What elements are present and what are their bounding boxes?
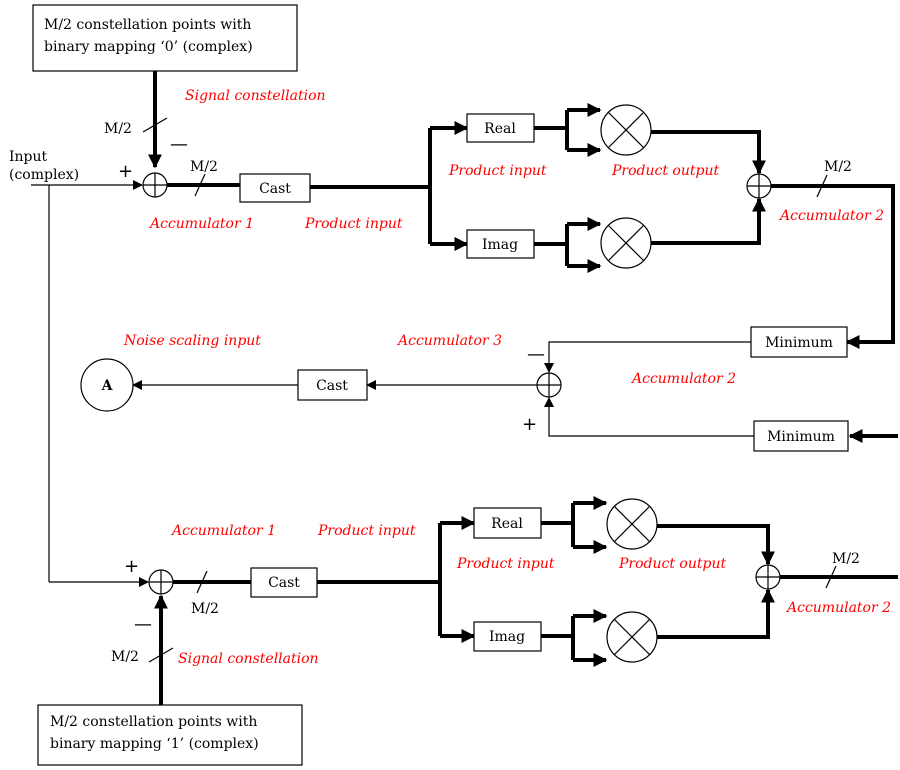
bottom-chain: + — Accumulator 1 M/2 constellation poin… — [37, 496, 898, 766]
bottom-mult-imag-x2 — [613, 618, 651, 656]
top-mult-real-x2 — [607, 111, 645, 149]
top-label-signal-constellation: Signal constellation — [185, 88, 326, 104]
acc3-minus-sign: — — [527, 344, 545, 365]
bottom-imag-label: Imag — [489, 629, 525, 645]
minimum-box-bottom — [753, 420, 849, 452]
bottom-plus-sign: + — [124, 556, 139, 577]
bottom-minus-sign: — — [134, 614, 152, 635]
bottom-label-product-input-main: Product input — [317, 523, 416, 539]
bottom-mult-imag-to-acc2 — [657, 588, 775, 639]
middle-cast-box — [297, 369, 368, 401]
top-imag-label: Imag — [482, 237, 518, 253]
bottom-label-accumulator-1: Accumulator 1 — [170, 523, 276, 539]
input-label-line-2: (complex) — [9, 167, 79, 183]
top-real-box — [466, 113, 535, 143]
input-section: Input (complex) — [9, 149, 149, 587]
bottom-m2-out-label: M/2 — [832, 551, 860, 567]
bottom-label-signal-constellation: Signal constellation — [178, 651, 319, 667]
top-imag-box — [466, 229, 535, 259]
bottom-real-box — [473, 507, 542, 539]
top-m2-out-label: M/2 — [824, 159, 852, 175]
top-label-product-output: Product output — [611, 163, 719, 179]
middle-cast-label: Cast — [316, 378, 348, 394]
top-label-product-input-branch: Product input — [448, 163, 547, 179]
bottom-m2-tick-horiz — [196, 570, 208, 594]
top-source-box — [32, 4, 298, 72]
bottom-label-product-output: Product output — [618, 556, 726, 572]
top-m2-horiz-label: M/2 — [190, 159, 218, 175]
top-minus-sign: — — [170, 134, 188, 155]
bottom-label-product-input-branch: Product input — [456, 556, 555, 572]
top-real-label: Real — [484, 121, 516, 137]
bottom-m2-tick-out — [825, 565, 837, 589]
top-source-line-2: binary mapping ‘0’ (complex) — [44, 39, 253, 55]
minimum-top-to-acc3 — [544, 341, 751, 373]
top-source-line-1: M/2 constellation points with — [44, 17, 251, 33]
bottom-source-box — [37, 704, 303, 766]
top-m2-tick-out — [816, 174, 828, 198]
bottom-real-label: Real — [491, 516, 523, 532]
top-cast-label: Cast — [259, 181, 291, 197]
top-mult-imag-to-acc2 — [651, 197, 766, 245]
minimum-bottom-to-acc3 — [544, 397, 754, 437]
middle-label-noise-scaling-input: Noise scaling input — [123, 333, 261, 349]
middle-label-accumulator-3: Accumulator 3 — [396, 333, 502, 349]
top-label-accumulator-2: Accumulator 2 — [778, 208, 884, 224]
top-mult-imag-x2 — [607, 224, 645, 262]
top-plus-sign: + — [118, 161, 133, 182]
top-m2-tick-vert — [142, 117, 168, 133]
bottom-source-line-2: binary mapping ‘1’ (complex) — [50, 736, 259, 752]
top-m2-tick-horiz — [194, 173, 206, 197]
middle-section: Minimum Minimum — + Accumulator 3 Accumu… — [80, 326, 898, 452]
input-label-line-1: Input — [9, 149, 48, 165]
bottom-cast-box — [250, 567, 318, 598]
bottom-mult-real-to-acc2 — [657, 524, 775, 566]
connector-a — [80, 358, 134, 412]
acc3-plus-sign: + — [522, 414, 537, 435]
middle-label-accumulator-2: Accumulator 2 — [630, 371, 736, 387]
top-m2-vert-label: M/2 — [104, 121, 132, 137]
bottom-label-accumulator-2: Accumulator 2 — [785, 600, 891, 616]
minimum-bottom-label: Minimum — [767, 429, 835, 445]
bottom-cast-label: Cast — [268, 575, 300, 591]
connector-a-label: A — [101, 378, 114, 394]
top-chain: M/2 constellation points with binary map… — [32, 4, 895, 349]
bottom-m2-horiz-label: M/2 — [191, 601, 219, 617]
bottom-mult-real-x2 — [613, 505, 651, 543]
bottom-source-line-1: M/2 constellation points with — [50, 714, 257, 730]
bottom-m2-tick-vert — [148, 647, 174, 663]
bottom-m2-vert-label: M/2 — [111, 649, 139, 665]
minimum-top-label: Minimum — [765, 335, 833, 351]
top-mult-real-to-acc2 — [651, 130, 766, 175]
top-label-product-input-main: Product input — [304, 216, 403, 232]
top-acc2-to-minimum — [771, 184, 895, 349]
top-label-accumulator-1: Accumulator 1 — [148, 216, 254, 232]
